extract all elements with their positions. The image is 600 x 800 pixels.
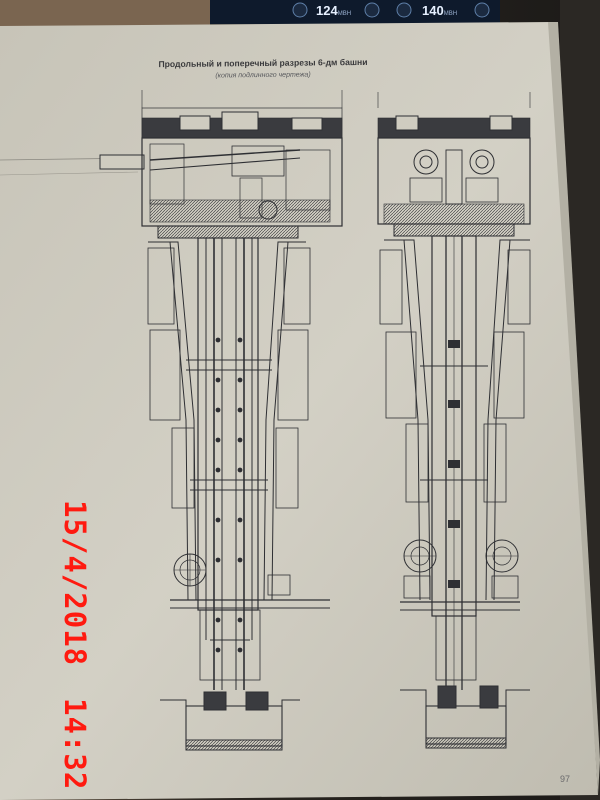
cross-section-drawing <box>377 92 531 749</box>
device-knob-icon <box>396 2 412 18</box>
paper-page <box>0 22 598 800</box>
left-page-edge <box>0 171 139 176</box>
device-reading-1-value: 124 <box>316 3 338 18</box>
device-reading-2-unit: MBH <box>443 11 458 17</box>
page-number: 97 <box>560 774 571 784</box>
device-reading-2-value: 140 <box>422 3 444 18</box>
device-knob-icon <box>474 2 490 18</box>
device-reading-2: 140MBH <box>422 3 457 18</box>
camera-time-stamp: 14:32 <box>58 698 92 791</box>
longitudinal-section-drawing <box>99 90 343 751</box>
page-fold <box>548 22 600 795</box>
device-display <box>210 0 500 24</box>
device-knob-icon <box>292 2 308 18</box>
device-knob-icon <box>364 2 380 18</box>
device-reading-1-unit: MBH <box>337 11 352 17</box>
camera-date-stamp: 15/4/2018 <box>58 500 92 667</box>
device-reading-1: 124MBH <box>316 3 351 18</box>
